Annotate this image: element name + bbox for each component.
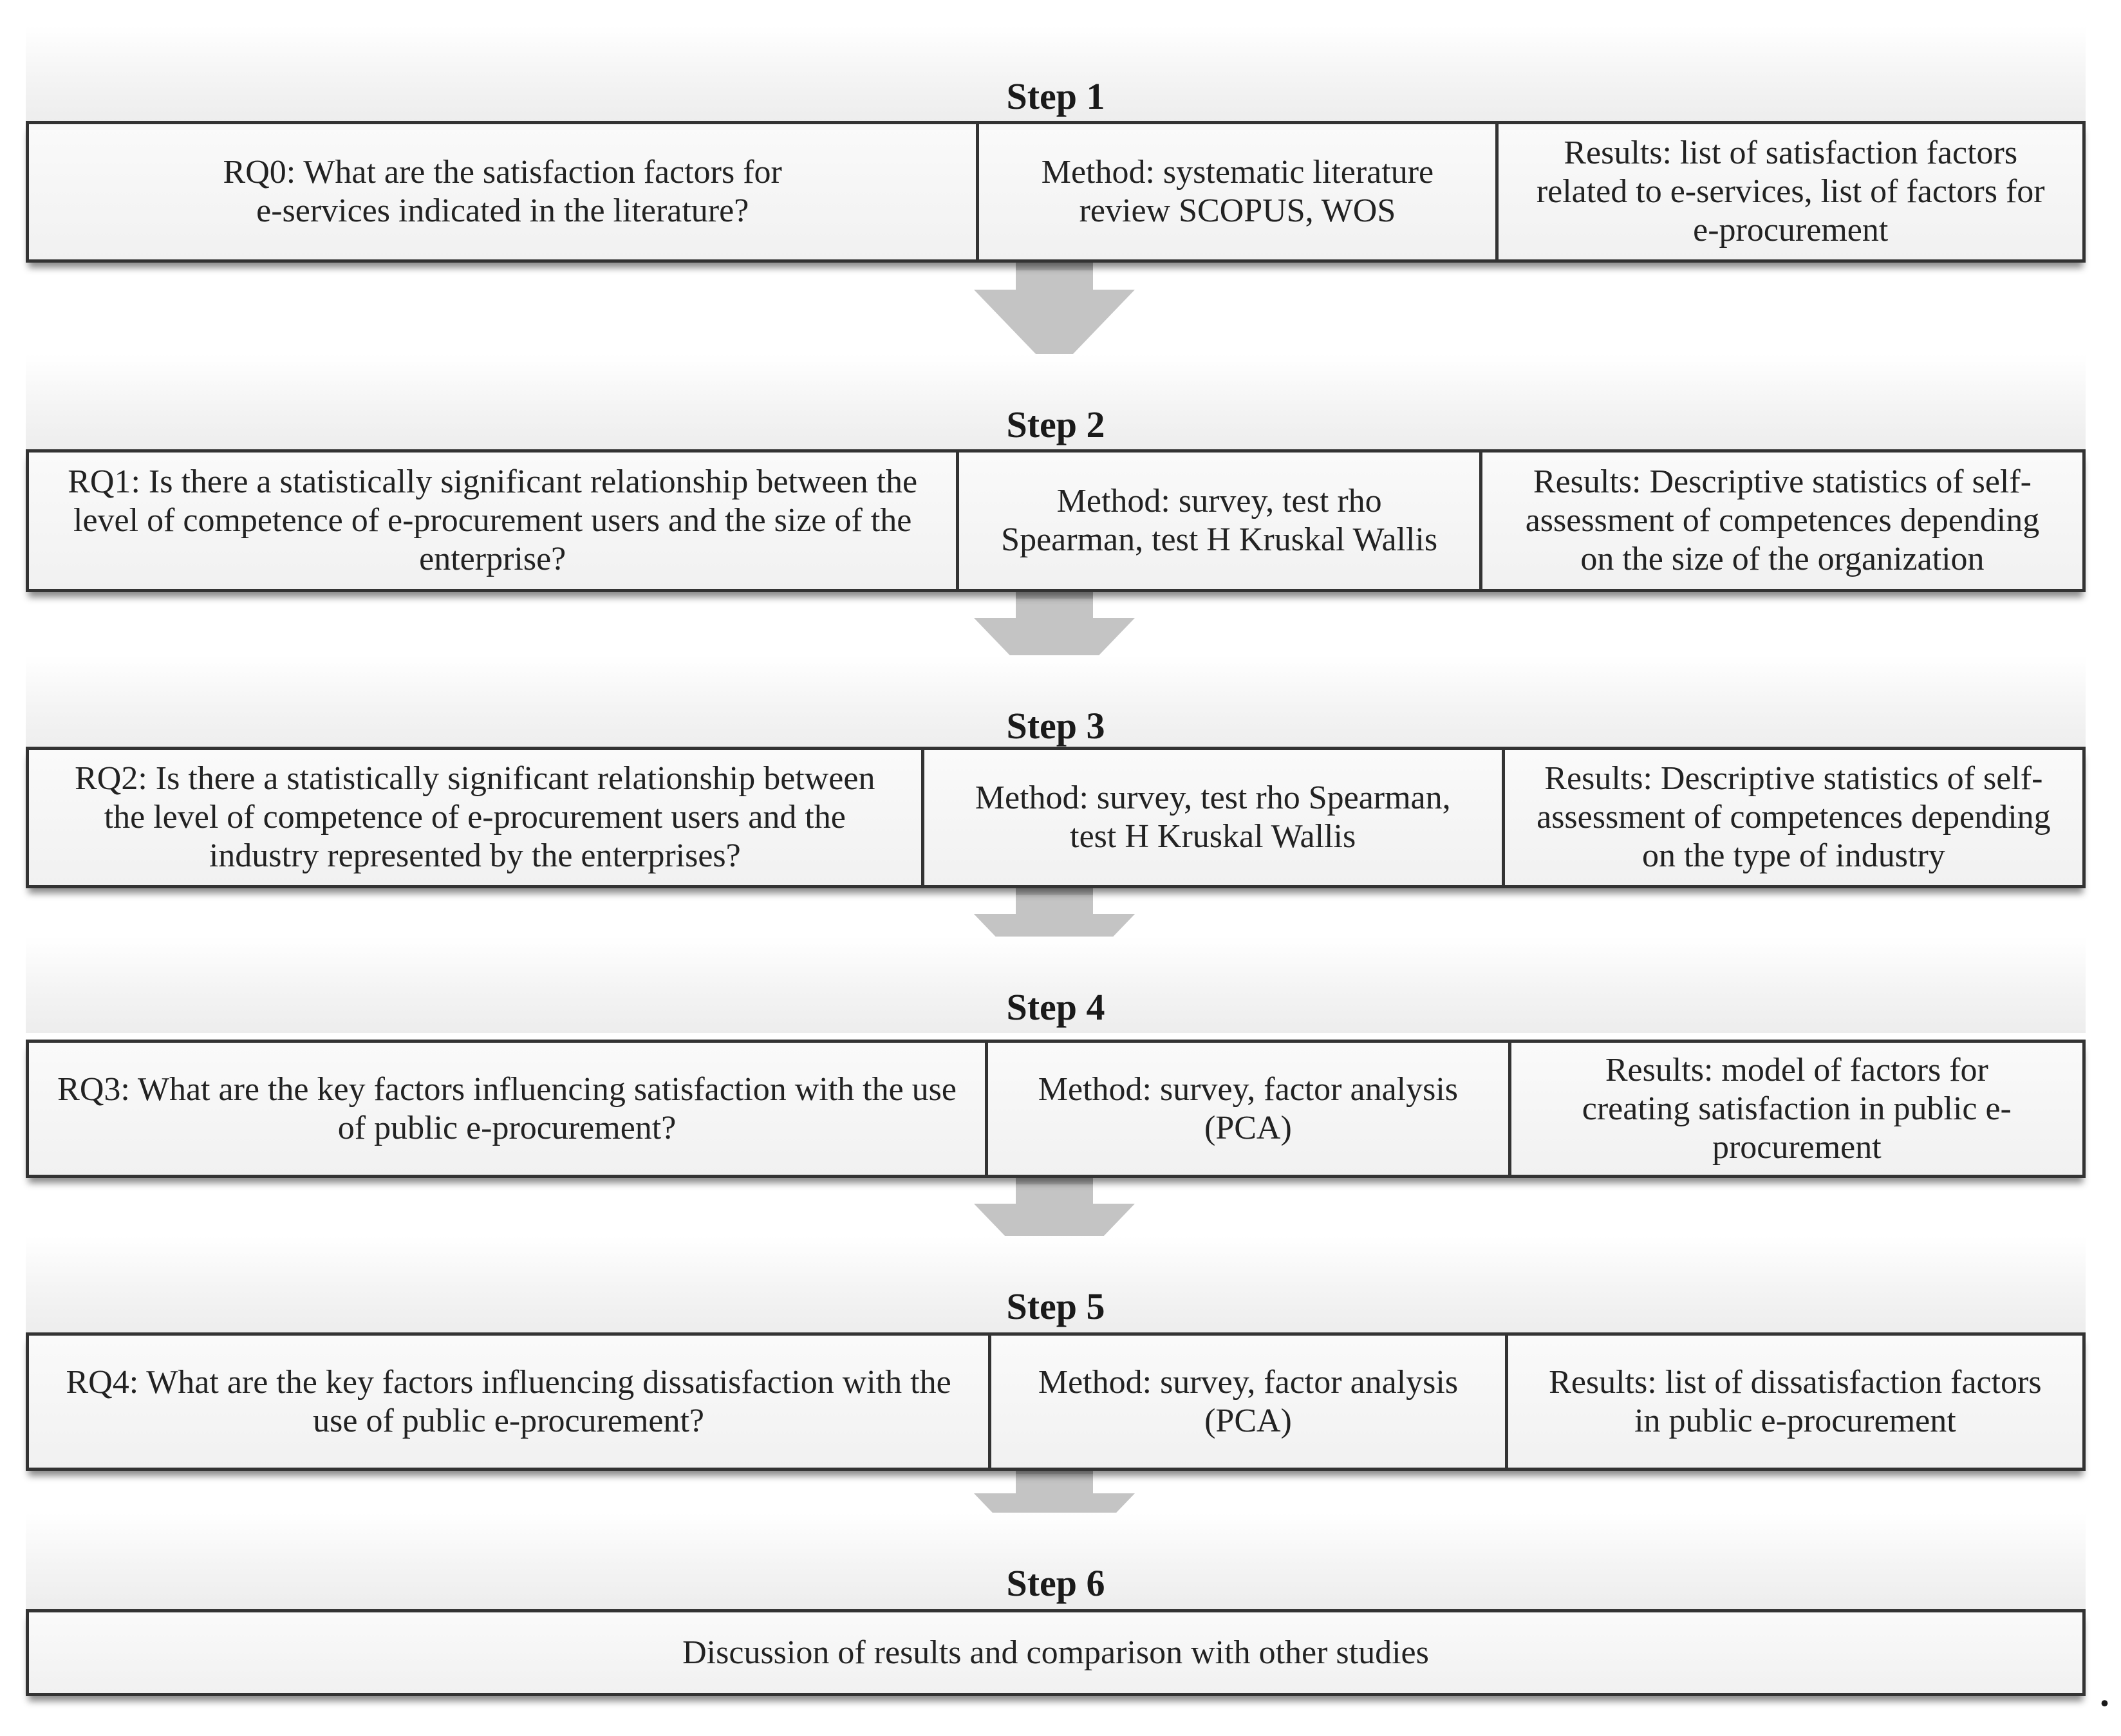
step-3-results: Results: Descriptive statistics of self-…: [1501, 750, 2082, 885]
step-5-method: Method: survey, factor analysis (PCA): [988, 1336, 1505, 1468]
step-6-header: Step 6: [26, 1513, 2086, 1609]
step-4-method: Method: survey, factor analysis (PCA): [985, 1043, 1508, 1175]
step-5-results: Results: list of dissatisfaction factors…: [1504, 1336, 2082, 1468]
step-2-title: Step 2: [1006, 404, 1105, 445]
step-2-header: Step 2: [26, 354, 2086, 451]
step-4-header: Step 4: [26, 937, 2086, 1033]
step-2-row: RQ1: Is there a statistically significan…: [26, 449, 2086, 592]
step-1-results: Results: list of satisfaction factors re…: [1495, 124, 2082, 259]
step-4-results: Results: model of factors for creating s…: [1508, 1043, 2082, 1175]
step-6-row: Discussion of results and comparison wit…: [26, 1609, 2086, 1696]
step-1-header: Step 1: [26, 26, 2086, 122]
step-6-summary: Discussion of results and comparison wit…: [682, 1634, 1429, 1671]
step-1-title: Step 1: [1006, 75, 1105, 117]
trailing-period: .: [2100, 1672, 2109, 1714]
step-2-method: Method: survey, test rho Spearman, test …: [956, 453, 1479, 589]
step-3-title: Step 3: [1006, 705, 1105, 747]
step-3-row: RQ2: Is there a statistically significan…: [26, 747, 2086, 888]
step-6-title: Step 6: [1006, 1562, 1105, 1604]
step-1-row: RQ0: What are the satisfaction factors f…: [26, 121, 2086, 263]
step-3-header: Step 3: [26, 655, 2086, 752]
step-5-header: Step 5: [26, 1236, 2086, 1332]
step-5-research-question: RQ4: What are the key factors influencin…: [66, 1363, 951, 1439]
step-1-research-question: RQ0: What are the satisfaction factors f…: [223, 154, 782, 229]
step-4-title: Step 4: [1006, 986, 1105, 1028]
step-2-research-question: RQ1: Is there a statistically significan…: [68, 463, 918, 577]
step-1-method: Method: systematic literature review SCO…: [976, 124, 1495, 259]
step-4-row: RQ3: What are the key factors influencin…: [26, 1040, 2086, 1178]
step-3-research-question: RQ2: Is there a statistically significan…: [75, 760, 875, 874]
step-3-method: Method: survey, test rho Spearman, test …: [920, 750, 1502, 885]
step-4-research-question: RQ3: What are the key factors influencin…: [57, 1070, 957, 1146]
step-5-title: Step 5: [1006, 1285, 1105, 1327]
step-5-row: RQ4: What are the key factors influencin…: [26, 1332, 2086, 1471]
step-2-results: Results: Descriptive statistics of self-…: [1479, 453, 2082, 589]
